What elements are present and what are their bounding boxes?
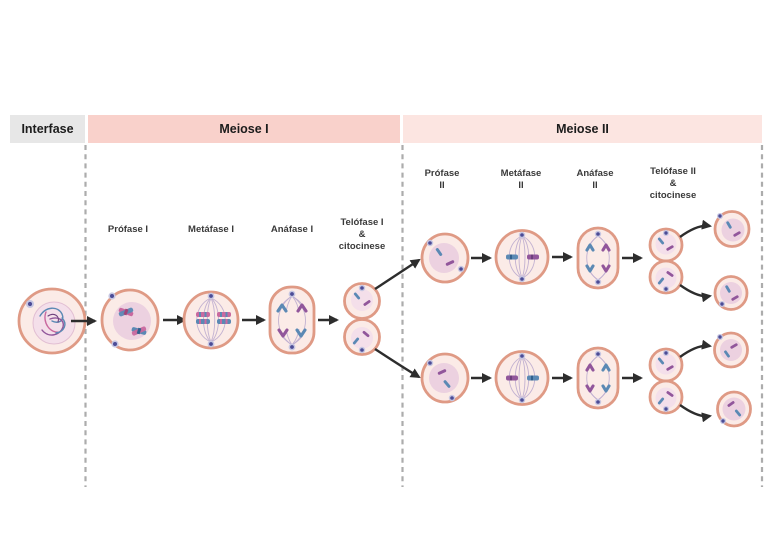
centrosome xyxy=(663,350,669,412)
arrow-telofase1-to-row-top xyxy=(374,258,421,291)
centrosome xyxy=(594,350,602,406)
label-metafase-2: Metáfase II xyxy=(500,168,542,191)
centrosome xyxy=(594,230,602,286)
separating-chromosomes xyxy=(276,303,308,338)
anafase-2-cell-top xyxy=(576,226,620,290)
header-meiose-1-label: Meiose I xyxy=(219,122,269,136)
chromosomes xyxy=(352,292,371,345)
anafase-1-cell xyxy=(268,285,316,355)
arrow-telofase1-to-row-bottom xyxy=(374,347,421,379)
label-profase-2: Prófase II xyxy=(424,168,460,191)
daughter-cell-2 xyxy=(713,275,749,311)
arrow-telofase2-to-daughter-2 xyxy=(679,284,712,303)
spindle-fibers xyxy=(508,356,536,400)
chromatin-threads xyxy=(39,307,66,336)
chromosomes-metaphase-plate xyxy=(196,312,231,324)
centrosome xyxy=(26,300,34,308)
metafase-2-cell-top xyxy=(494,229,550,285)
arrow-telofase2-to-daughter-4 xyxy=(679,404,712,423)
header-interfase: Interfase xyxy=(10,115,85,143)
centrosome xyxy=(518,231,526,283)
profase-2-cell-top xyxy=(420,232,470,284)
telofase-2-cell-bottom xyxy=(648,347,684,415)
metafase-2-cell-bottom xyxy=(494,350,550,406)
label-metafase-1: Metáfase I xyxy=(188,224,234,235)
phase-divider-lines xyxy=(84,145,764,487)
profase-1-cell xyxy=(100,288,160,352)
centrosome xyxy=(108,292,119,348)
daughter-cell-1 xyxy=(713,210,751,248)
centrosome xyxy=(426,239,465,273)
label-telofase-1-citocinese: Telófase I & citocinese xyxy=(338,217,386,252)
anafase-2-cell-bottom xyxy=(576,346,620,410)
telofase-1-cell xyxy=(343,282,381,356)
bivalent-chromosome xyxy=(131,326,147,336)
centrosome xyxy=(518,352,526,404)
centrosome xyxy=(288,290,296,351)
bivalent-chromosome xyxy=(118,307,134,317)
daughter-cell-3 xyxy=(713,331,749,369)
separating-chromatids xyxy=(585,363,611,393)
header-interfase-label: Interfase xyxy=(21,122,74,136)
centrosome xyxy=(207,292,215,348)
arrow-telofase2-to-daughter-3 xyxy=(679,339,712,358)
separating-chromatids xyxy=(585,243,611,273)
label-anafase-1: Anáfase I xyxy=(270,224,314,235)
profase-2-cell-bottom xyxy=(420,352,470,404)
header-meiose-2: Meiose II xyxy=(403,115,762,143)
daughter-cell-4 xyxy=(716,390,752,428)
header-meiose-1: Meiose I xyxy=(88,115,400,143)
label-anafase-2: Anáfase II xyxy=(576,168,614,191)
telofase-2-cell-top xyxy=(648,227,684,295)
arrow-telofase2-to-daughter-1 xyxy=(679,219,712,238)
interfase-cell xyxy=(17,287,87,355)
label-telofase-2-citocinese: Telófase II & citocinese xyxy=(649,166,697,201)
header-meiose-2-label: Meiose II xyxy=(556,122,609,136)
centrosome xyxy=(663,230,669,292)
centrosome xyxy=(358,284,366,354)
centrosome xyxy=(426,359,456,402)
label-profase-1: Prófase I xyxy=(107,224,149,235)
metafase-1-cell xyxy=(182,290,240,350)
